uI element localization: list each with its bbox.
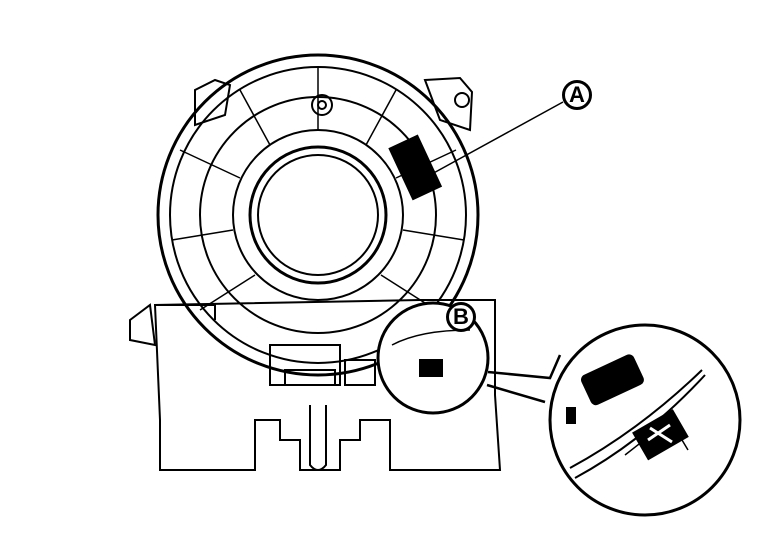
- leader-line-a: [429, 101, 564, 176]
- connector-body: [129, 299, 502, 471]
- mount-hole: [454, 92, 470, 108]
- mount-bracket-right: [423, 76, 474, 132]
- part-a-hatched-pad: [388, 134, 443, 201]
- callout-label-b: B: [446, 302, 476, 332]
- magnified-detail: [566, 354, 706, 479]
- part-b-connector-small: [419, 359, 443, 377]
- mount-bracket-left: [194, 78, 232, 127]
- magnified-hatched-pad: [581, 354, 644, 406]
- callout-label-a: A: [562, 80, 592, 110]
- magnifier-leader: [487, 354, 562, 380]
